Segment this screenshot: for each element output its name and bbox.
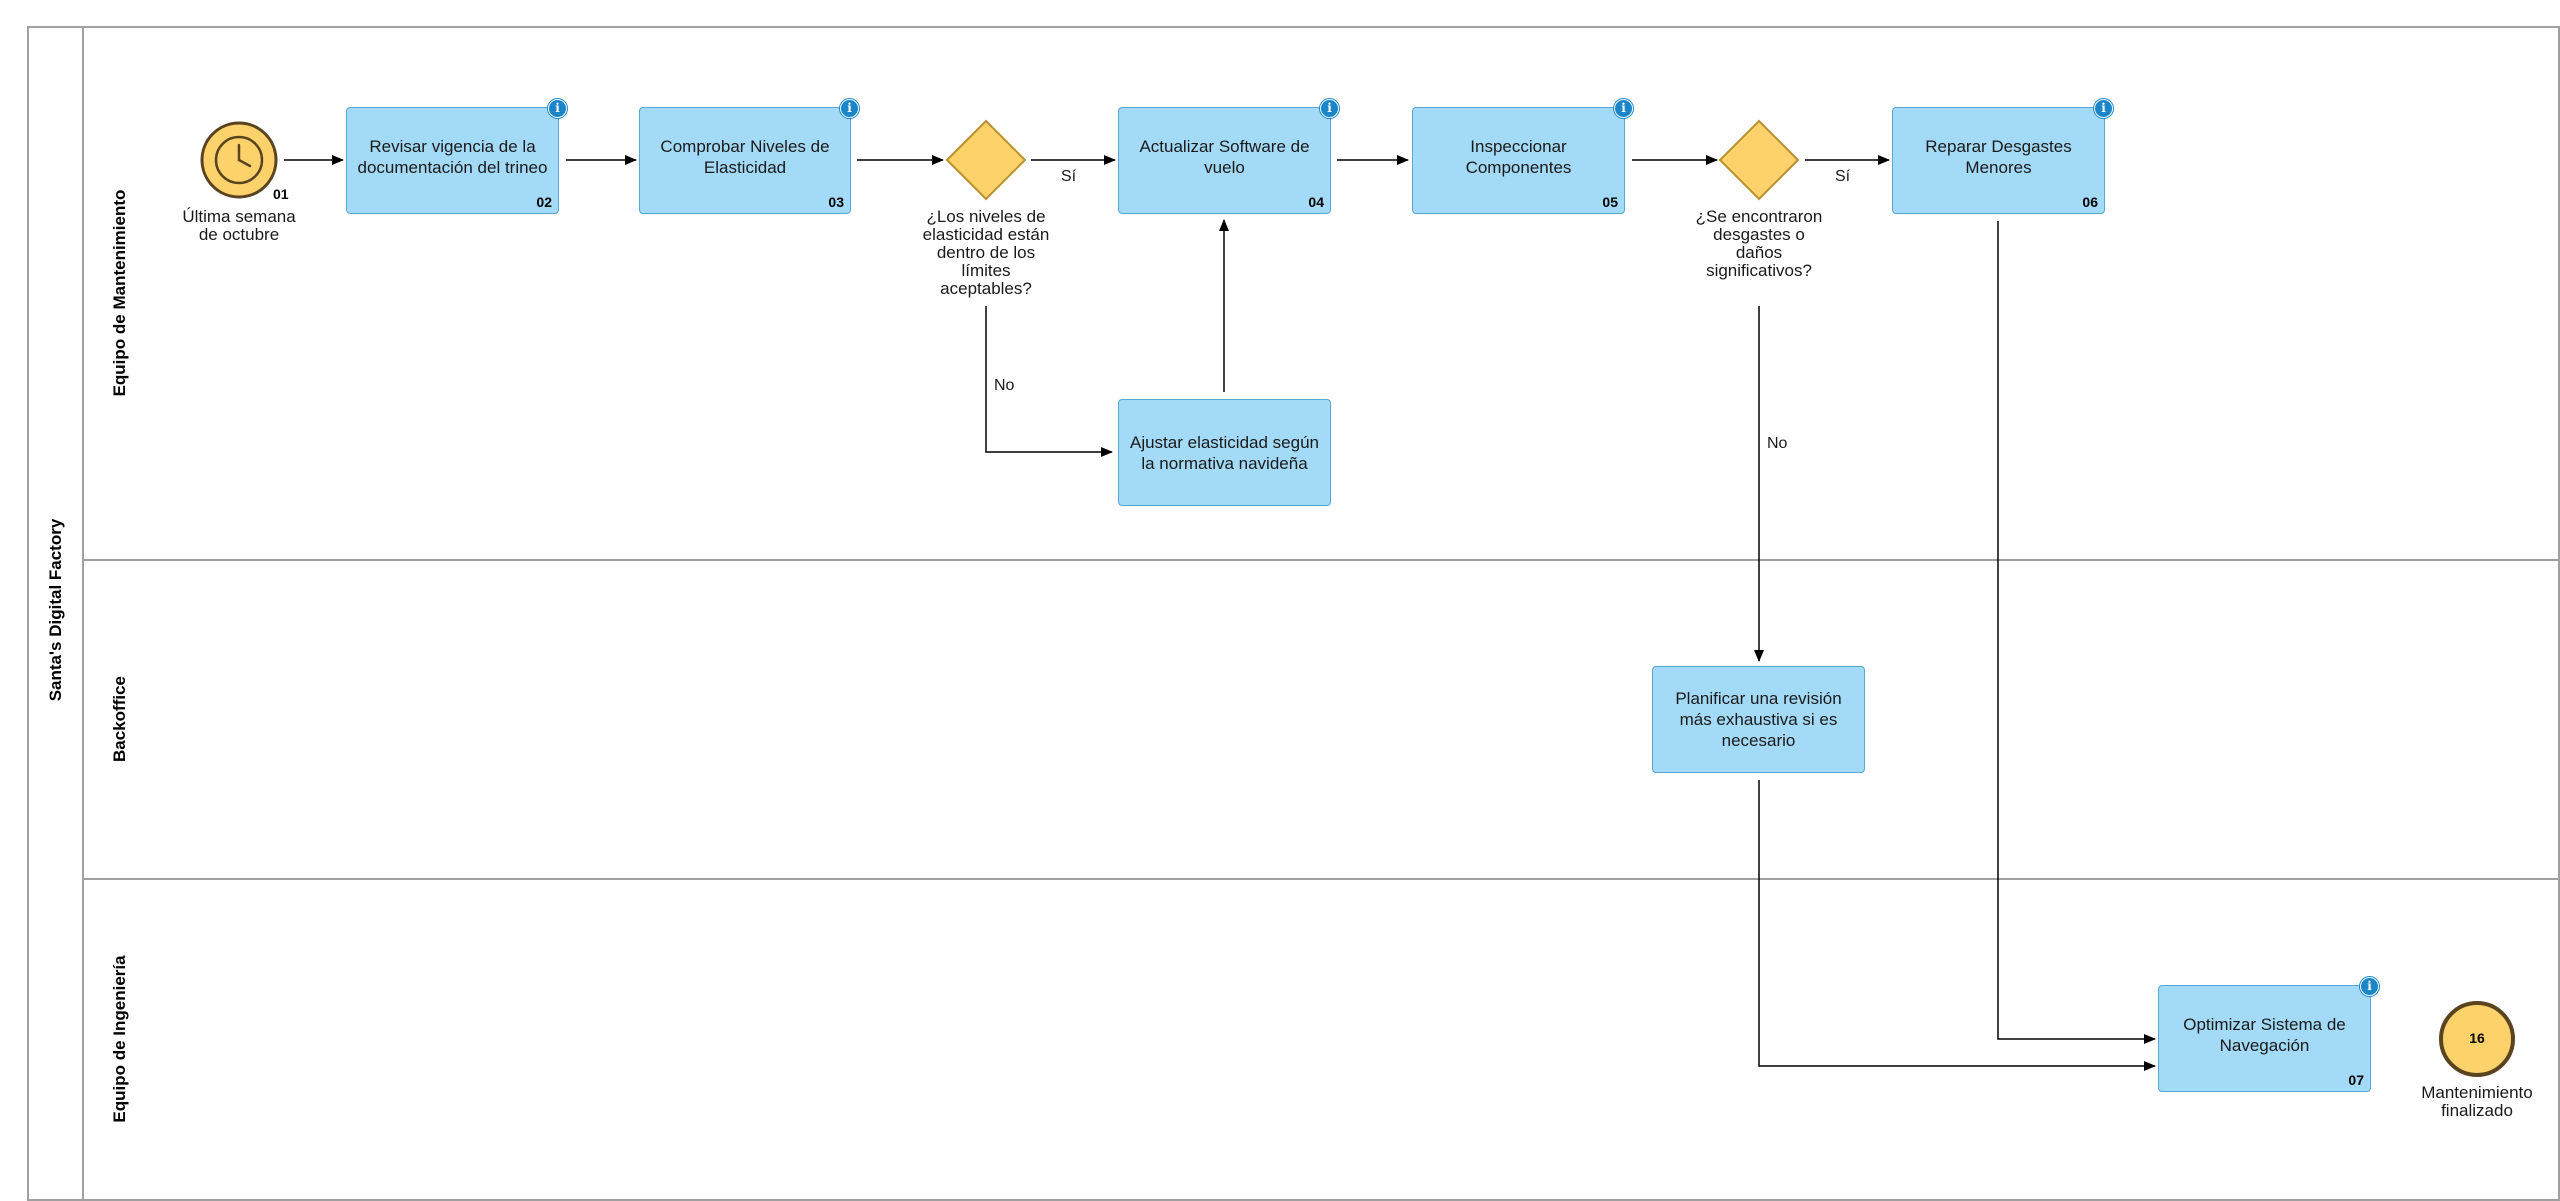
clock-icon (214, 135, 264, 185)
gateway-elasticity-label: ¿Los niveles de elasticidad están dentro… (922, 207, 1050, 298)
task-revisar-documentacion[interactable]: Revisar vigencia de la documentación del… (346, 99, 567, 214)
task-label: Optimizar Sistema de Navegación (2183, 1014, 2346, 1055)
task-label: Reparar Desgastes Menores (1925, 136, 2072, 177)
task-planificar-revision[interactable]: Planificar una revisión más exhaustiva s… (1652, 666, 1865, 773)
task-ajustar-elasticidad[interactable]: Ajustar elasticidad según la normativa n… (1118, 399, 1331, 506)
task-label: Comprobar Niveles de Elasticidad (660, 136, 830, 177)
task-optimizar-navegacion[interactable]: Optimizar Sistema de Navegación 07 i (2158, 977, 2379, 1092)
flow-plan-to-07[interactable] (1758, 780, 2156, 1071)
task-label: Planificar una revisión más exhaustiva s… (1675, 689, 1842, 750)
end-event-number: 16 (2469, 1030, 2485, 1046)
start-event-number: 01 (273, 186, 289, 202)
info-icon[interactable]: i (548, 99, 567, 118)
task-number: 03 (828, 194, 844, 210)
flow-label-g2-no: No (1767, 435, 1788, 452)
info-icon[interactable]: i (840, 99, 859, 118)
end-event[interactable] (2439, 1001, 2515, 1077)
start-event-label: Última semana de octubre (182, 207, 296, 244)
start-event[interactable] (200, 121, 278, 199)
task-number: 06 (2082, 194, 2098, 210)
pool-frame (27, 26, 2560, 1201)
task-number: 07 (2348, 1072, 2364, 1088)
end-event-label: Mantenimiento finalizado (2421, 1083, 2533, 1120)
flow-label-g1-no: No (994, 377, 1015, 394)
gateway-elasticity-check[interactable] (945, 119, 1027, 201)
info-icon[interactable]: i (1320, 99, 1339, 118)
task-actualizar-software[interactable]: Actualizar Software de vuelo 04 i (1118, 99, 1339, 214)
task-comprobar-elasticidad[interactable]: Comprobar Niveles de Elasticidad 03 i (639, 99, 859, 214)
info-icon[interactable]: i (2094, 99, 2113, 118)
flow-label-g1-yes: Sí (1061, 168, 1077, 185)
task-label: Actualizar Software de vuelo (1139, 136, 1310, 177)
gateway-damage-check[interactable] (1718, 119, 1800, 201)
task-label: Revisar vigencia de la documentación del… (357, 136, 548, 177)
pool-title: Santa's Digital Factory (46, 518, 65, 702)
task-number: 05 (1602, 194, 1618, 210)
task-number: 04 (1308, 194, 1324, 210)
flow-gateway1-no-to-adjust[interactable] (985, 306, 1113, 457)
task-inspeccionar-componentes[interactable]: Inspeccionar Componentes 05 i (1412, 99, 1633, 214)
lane-label-mantenimiento: Equipo de Mantenimiento (110, 189, 129, 397)
task-label: Ajustar elasticidad según la normativa n… (1129, 432, 1319, 473)
info-icon[interactable]: i (2360, 977, 2379, 996)
info-icon[interactable]: i (1614, 99, 1633, 118)
task-reparar-desgastes[interactable]: Reparar Desgastes Menores 06 i (1892, 99, 2113, 214)
task-label: Inspeccionar Componentes (1465, 136, 1572, 177)
flow-label-g2-yes: Sí (1835, 168, 1851, 185)
gateway-damage-label: ¿Se encontraron desgastes o daños signif… (1695, 207, 1823, 280)
task-number: 02 (536, 194, 552, 210)
flow-06-to-07[interactable] (1997, 221, 2156, 1044)
lane-label-ingenieria: Equipo de Ingeniería (110, 955, 129, 1123)
lane-label-backoffice: Backoffice (110, 676, 129, 762)
